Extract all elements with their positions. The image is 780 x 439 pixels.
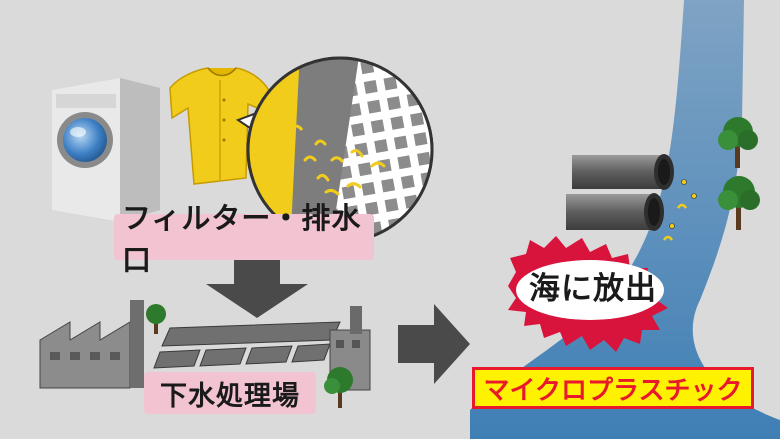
microplastic-label: マイクロプラスチック xyxy=(472,367,754,409)
river-shape xyxy=(470,0,780,439)
treatment-tanks xyxy=(153,321,341,369)
arrow-right-icon xyxy=(398,304,470,384)
tree-icon xyxy=(718,117,758,168)
filter-mesh-icon xyxy=(235,56,434,244)
pipe-icon xyxy=(572,154,674,190)
factory-icon xyxy=(39,300,144,389)
washing-machine-icon xyxy=(52,78,160,222)
tree-icon xyxy=(146,304,166,334)
filter-drain-label: フィルター・排水口 xyxy=(114,201,374,277)
release-to-sea-label: 海に放出 xyxy=(529,270,657,307)
pipe-icon xyxy=(566,193,664,231)
tree-icon xyxy=(324,367,353,408)
release-burst xyxy=(508,236,668,352)
tree-icon xyxy=(718,176,760,230)
arrow-down-icon xyxy=(206,258,308,318)
pipe-outflow-particles xyxy=(662,179,697,241)
sewage-plant-label: 下水処理場 xyxy=(144,372,316,414)
